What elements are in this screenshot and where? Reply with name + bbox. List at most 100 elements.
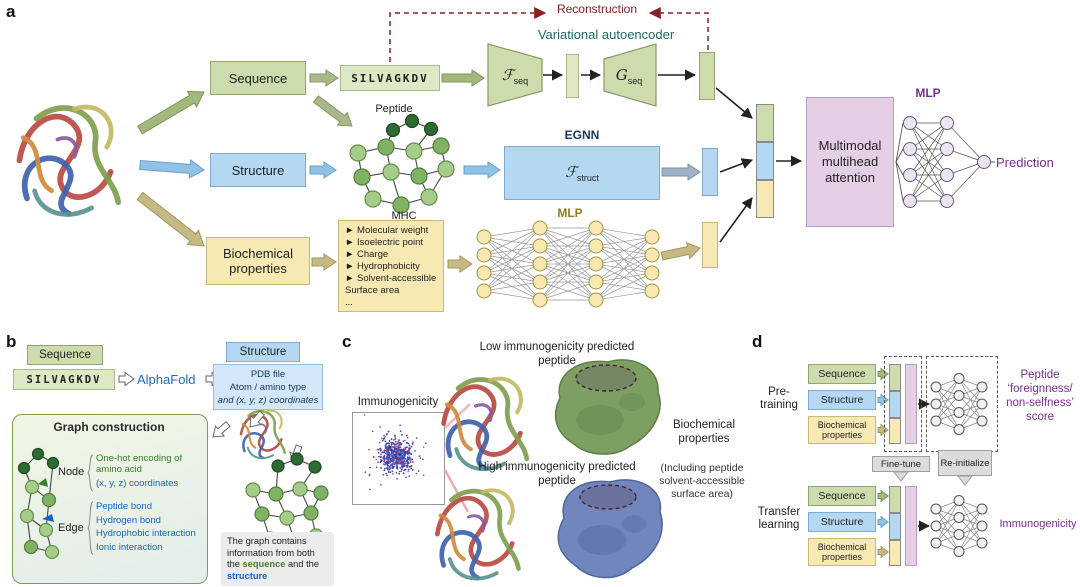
decoder-subscript: seq (627, 76, 643, 86)
sequence-embedding-bar (699, 52, 715, 100)
vae-encoder-symbol: ℱseq (488, 66, 542, 86)
script-f-struct: ℱ (565, 163, 577, 181)
d-fused-stack-1 (889, 364, 901, 444)
fused-structure-segment (756, 142, 774, 180)
node-item: One-hot encoding of amino acid (96, 453, 183, 475)
mlp-mid-network (476, 220, 660, 308)
biochem-item: ► Isoelectric point (345, 237, 424, 248)
graph-construction-title: Graph construction (53, 420, 165, 434)
d-attention-bar-2 (905, 486, 917, 566)
structure-modality-box: Structure (210, 153, 306, 187)
d-structure-box-1: Structure (808, 390, 876, 410)
graph-construction-box (12, 414, 208, 584)
peptide-sequence-string: SILVAGKDV (340, 65, 440, 91)
protein-ribbon-mini (239, 409, 286, 460)
finetune-arrow-label: Fine-tune (872, 456, 930, 472)
biochem-properties-label: Biochemical properties (673, 419, 735, 445)
d-immunogenicity-label: Immunogenicity (999, 518, 1077, 530)
panel-c-label: c (342, 332, 352, 351)
alphafold-label: AlphaFold (137, 372, 196, 387)
struct-encoder-symbol: ℱstruct (565, 163, 599, 183)
b-sequence-string: SILVAGKDV (13, 369, 115, 390)
low-immunogenicity-label: Low immunogenicity predicted peptide (479, 341, 635, 367)
sequence-modality-box: Sequence (210, 61, 306, 95)
biochem-feature-list: ► Molecular weight ► Isoelectric point ►… (338, 220, 444, 312)
d-sequence-box-1: Sequence (808, 364, 876, 384)
caption-structure-word: structure (227, 570, 268, 581)
egnn-box: ℱstruct (504, 146, 660, 200)
node-label: Node (58, 466, 85, 478)
reinitialize-arrow-label: Re-initialize (938, 450, 992, 476)
peptide-mhc-graph (349, 113, 455, 214)
mlp-right-network (903, 116, 991, 208)
protein-ribbon-high (435, 488, 521, 581)
vae-title: Variational autoencoder (537, 27, 675, 42)
vae-latent-vector (566, 54, 579, 98)
fused-embedding-stack (756, 104, 774, 218)
pdb-line: PDB file (250, 369, 286, 380)
pdb-line: and (x, y, z) coordinates (217, 395, 319, 406)
high-immunogenicity-label: High immunogenicity predicted peptide (478, 461, 636, 487)
reinitialize-dashed-region (926, 356, 998, 452)
peptide-label: Peptide (375, 103, 413, 115)
caption-sequence-word: sequence (242, 559, 286, 569)
node-items: One-hot encoding of amino acid (x, y, z)… (96, 453, 202, 489)
mlp-mid-label: MLP (557, 206, 583, 220)
panel-a-label: a (6, 2, 16, 21)
attention-output-fan (895, 122, 995, 202)
struct-subscript: struct (576, 173, 599, 183)
edge-item: Hydrophobic interaction (96, 528, 196, 539)
edge-item: Ionic interaction (96, 541, 163, 553)
scatter-selection-lines (443, 403, 471, 513)
biochem-item: ► Molecular weight (345, 225, 429, 236)
d-stack2-bio (889, 540, 901, 566)
mlp-right-label: MLP (915, 86, 941, 100)
transfer-learning-label: Transfer learning (757, 506, 801, 531)
egnn-label: EGNN (564, 128, 600, 142)
d-stack2-struct (889, 513, 901, 540)
edge-label: Edge (58, 522, 84, 534)
biochem-item: ► Charge (345, 249, 389, 260)
biochem-item: ... (345, 297, 353, 308)
d-stack1-seq (889, 364, 901, 391)
biochem-item: ► Solvent-accessible (345, 273, 437, 284)
immunogenicity-scatter-plot (352, 412, 445, 505)
d-stack1-struct (889, 391, 901, 418)
graph-caption-box: The graph contains information from both… (221, 532, 334, 586)
d-structure-box-2: Structure (808, 512, 876, 532)
low-immunogenicity-surface (554, 359, 661, 455)
immunogenicity-scatter-label: Immunogenicity (357, 396, 439, 408)
d-biochem-box-1: Biochemical properties (808, 416, 876, 444)
biochem-embedding-bar (702, 222, 718, 268)
prediction-label: Prediction (996, 155, 1054, 170)
pdb-info-box: PDB file Atom / amino type and (x, y, z)… (213, 364, 323, 410)
node-item: (x, y, z) coordinates (96, 478, 179, 489)
b-sequence-box: Sequence (27, 345, 103, 365)
multihead-attention-box: Multimodal multihead attention (806, 97, 894, 227)
caption-mid: and the (285, 559, 320, 569)
d-stack2-seq (889, 486, 901, 513)
fused-biochem-segment (756, 180, 774, 218)
finetune-dashed-region (884, 356, 922, 452)
including-note-label: (Including peptide solvent-accessible su… (659, 462, 745, 500)
edge-item: Peptide bond (96, 501, 152, 512)
d-stack1-bio (889, 418, 901, 444)
d-biochem-box-2: Biochemical properties (808, 538, 876, 566)
fused-sequence-segment (756, 104, 774, 142)
biochem-item: Surface area (345, 285, 400, 296)
script-f: ℱ (501, 66, 514, 84)
biochemical-modality-box: Biochemical properties (206, 237, 310, 285)
edge-item: Hydrogen bond (96, 514, 161, 526)
b-structure-box: Structure (226, 342, 300, 362)
panel-b-label: b (6, 332, 17, 351)
biochem-item: ► Hydrophobicity (345, 261, 420, 272)
script-g: G (615, 66, 628, 84)
protein-ribbon-main (16, 104, 122, 217)
reconstruction-label: Reconstruction (556, 2, 638, 16)
pdb-line: Atom / amino type (229, 382, 307, 393)
panel-d-label: d (752, 332, 763, 351)
d-fused-stack-2 (889, 486, 901, 566)
edge-items: Peptide bond Hydrogen bond Hydrophobic i… (96, 500, 202, 554)
structure-embedding-bar (702, 148, 718, 196)
transfer-head-network (930, 495, 988, 557)
